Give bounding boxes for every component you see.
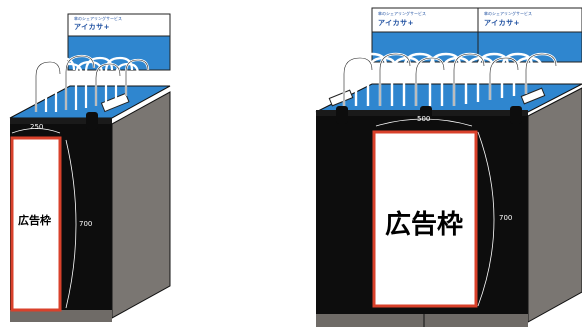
right-sign-brand-2: アイカサ+ <box>484 19 521 27</box>
right-sign-brand-1: アイカサ+ <box>378 19 415 27</box>
left-ad-panel <box>10 136 62 312</box>
left-sign-board <box>67 13 171 71</box>
right-sign-boards <box>371 7 582 63</box>
right-umbrella-tray-left <box>328 89 354 107</box>
left-sign-subtitle: 傘のシェアリングサービス <box>74 16 122 21</box>
left-width-dimension: 250 <box>30 123 44 131</box>
right-ad-label: 広告枠 <box>385 210 464 240</box>
left-umbrella-tray <box>100 92 130 113</box>
left-side-face <box>111 91 171 319</box>
right-stand <box>315 7 582 327</box>
right-side-face <box>527 87 582 323</box>
right-height-dimension: 700 <box>499 214 513 222</box>
right-sign-subtitle-1: 傘のシェアリングサービス <box>378 11 426 16</box>
left-ad-label: 広告枠 <box>18 214 51 227</box>
right-width-dimension: 500 <box>417 115 431 123</box>
right-sign-subtitle-2: 傘のシェアリングサービス <box>484 11 532 16</box>
right-umbrella-tray-right <box>520 87 546 105</box>
left-sign-brand: アイカサ+ <box>74 23 111 31</box>
right-ad-panel <box>372 130 478 308</box>
left-height-dimension: 700 <box>79 220 93 228</box>
left-stand <box>9 13 171 322</box>
